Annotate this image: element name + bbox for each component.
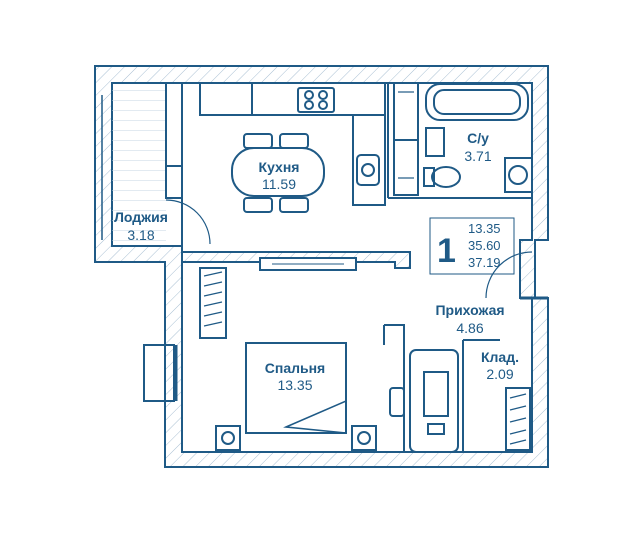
bed <box>245 342 347 434</box>
toilet <box>431 166 461 188</box>
nightstand <box>351 425 377 451</box>
bathroom-area: 3.71 <box>464 148 491 164</box>
bedroom-wardrobe <box>199 267 227 339</box>
kitchen-area: 11.59 <box>262 176 296 192</box>
wardrobe-slats <box>203 91 527 445</box>
chair <box>279 133 309 149</box>
chair <box>279 197 309 213</box>
desk <box>409 349 459 453</box>
total-with-loggia: 37.19 <box>468 255 501 270</box>
chair <box>243 197 273 213</box>
storage-name: Клад. <box>481 349 519 365</box>
bedroom-name: Спальня <box>265 360 325 376</box>
loggia-window <box>165 165 183 199</box>
desk-chair <box>389 387 405 417</box>
kitchen-counter <box>199 82 386 116</box>
storage-area: 2.09 <box>486 366 513 382</box>
hallway-name: Прихожая <box>435 302 504 318</box>
loggia-name: Лоджия <box>114 209 168 225</box>
dining-table <box>231 147 325 197</box>
washing-machine <box>504 157 533 193</box>
loggia-area: 3.18 <box>127 227 154 243</box>
kitchen-side-counter <box>352 114 386 206</box>
bathtub <box>425 83 529 121</box>
stove <box>297 87 335 113</box>
kitchen-name: Кухня <box>259 159 300 175</box>
total-area: 35.60 <box>468 238 501 253</box>
loggia-floor <box>112 83 166 246</box>
living-area: 13.35 <box>468 221 501 236</box>
washbasin <box>425 127 445 157</box>
hallway-area: 4.86 <box>456 320 483 336</box>
kitchen-sink <box>356 154 380 186</box>
storage-shelves <box>505 387 531 451</box>
bathroom-name: С/у <box>467 130 489 146</box>
bedroom-area: 13.35 <box>277 377 312 393</box>
rooms-count: 1 <box>437 232 456 270</box>
summary-box <box>429 217 515 275</box>
chair <box>243 133 273 149</box>
bedroom-window-west <box>143 344 175 402</box>
nightstand <box>215 425 241 451</box>
